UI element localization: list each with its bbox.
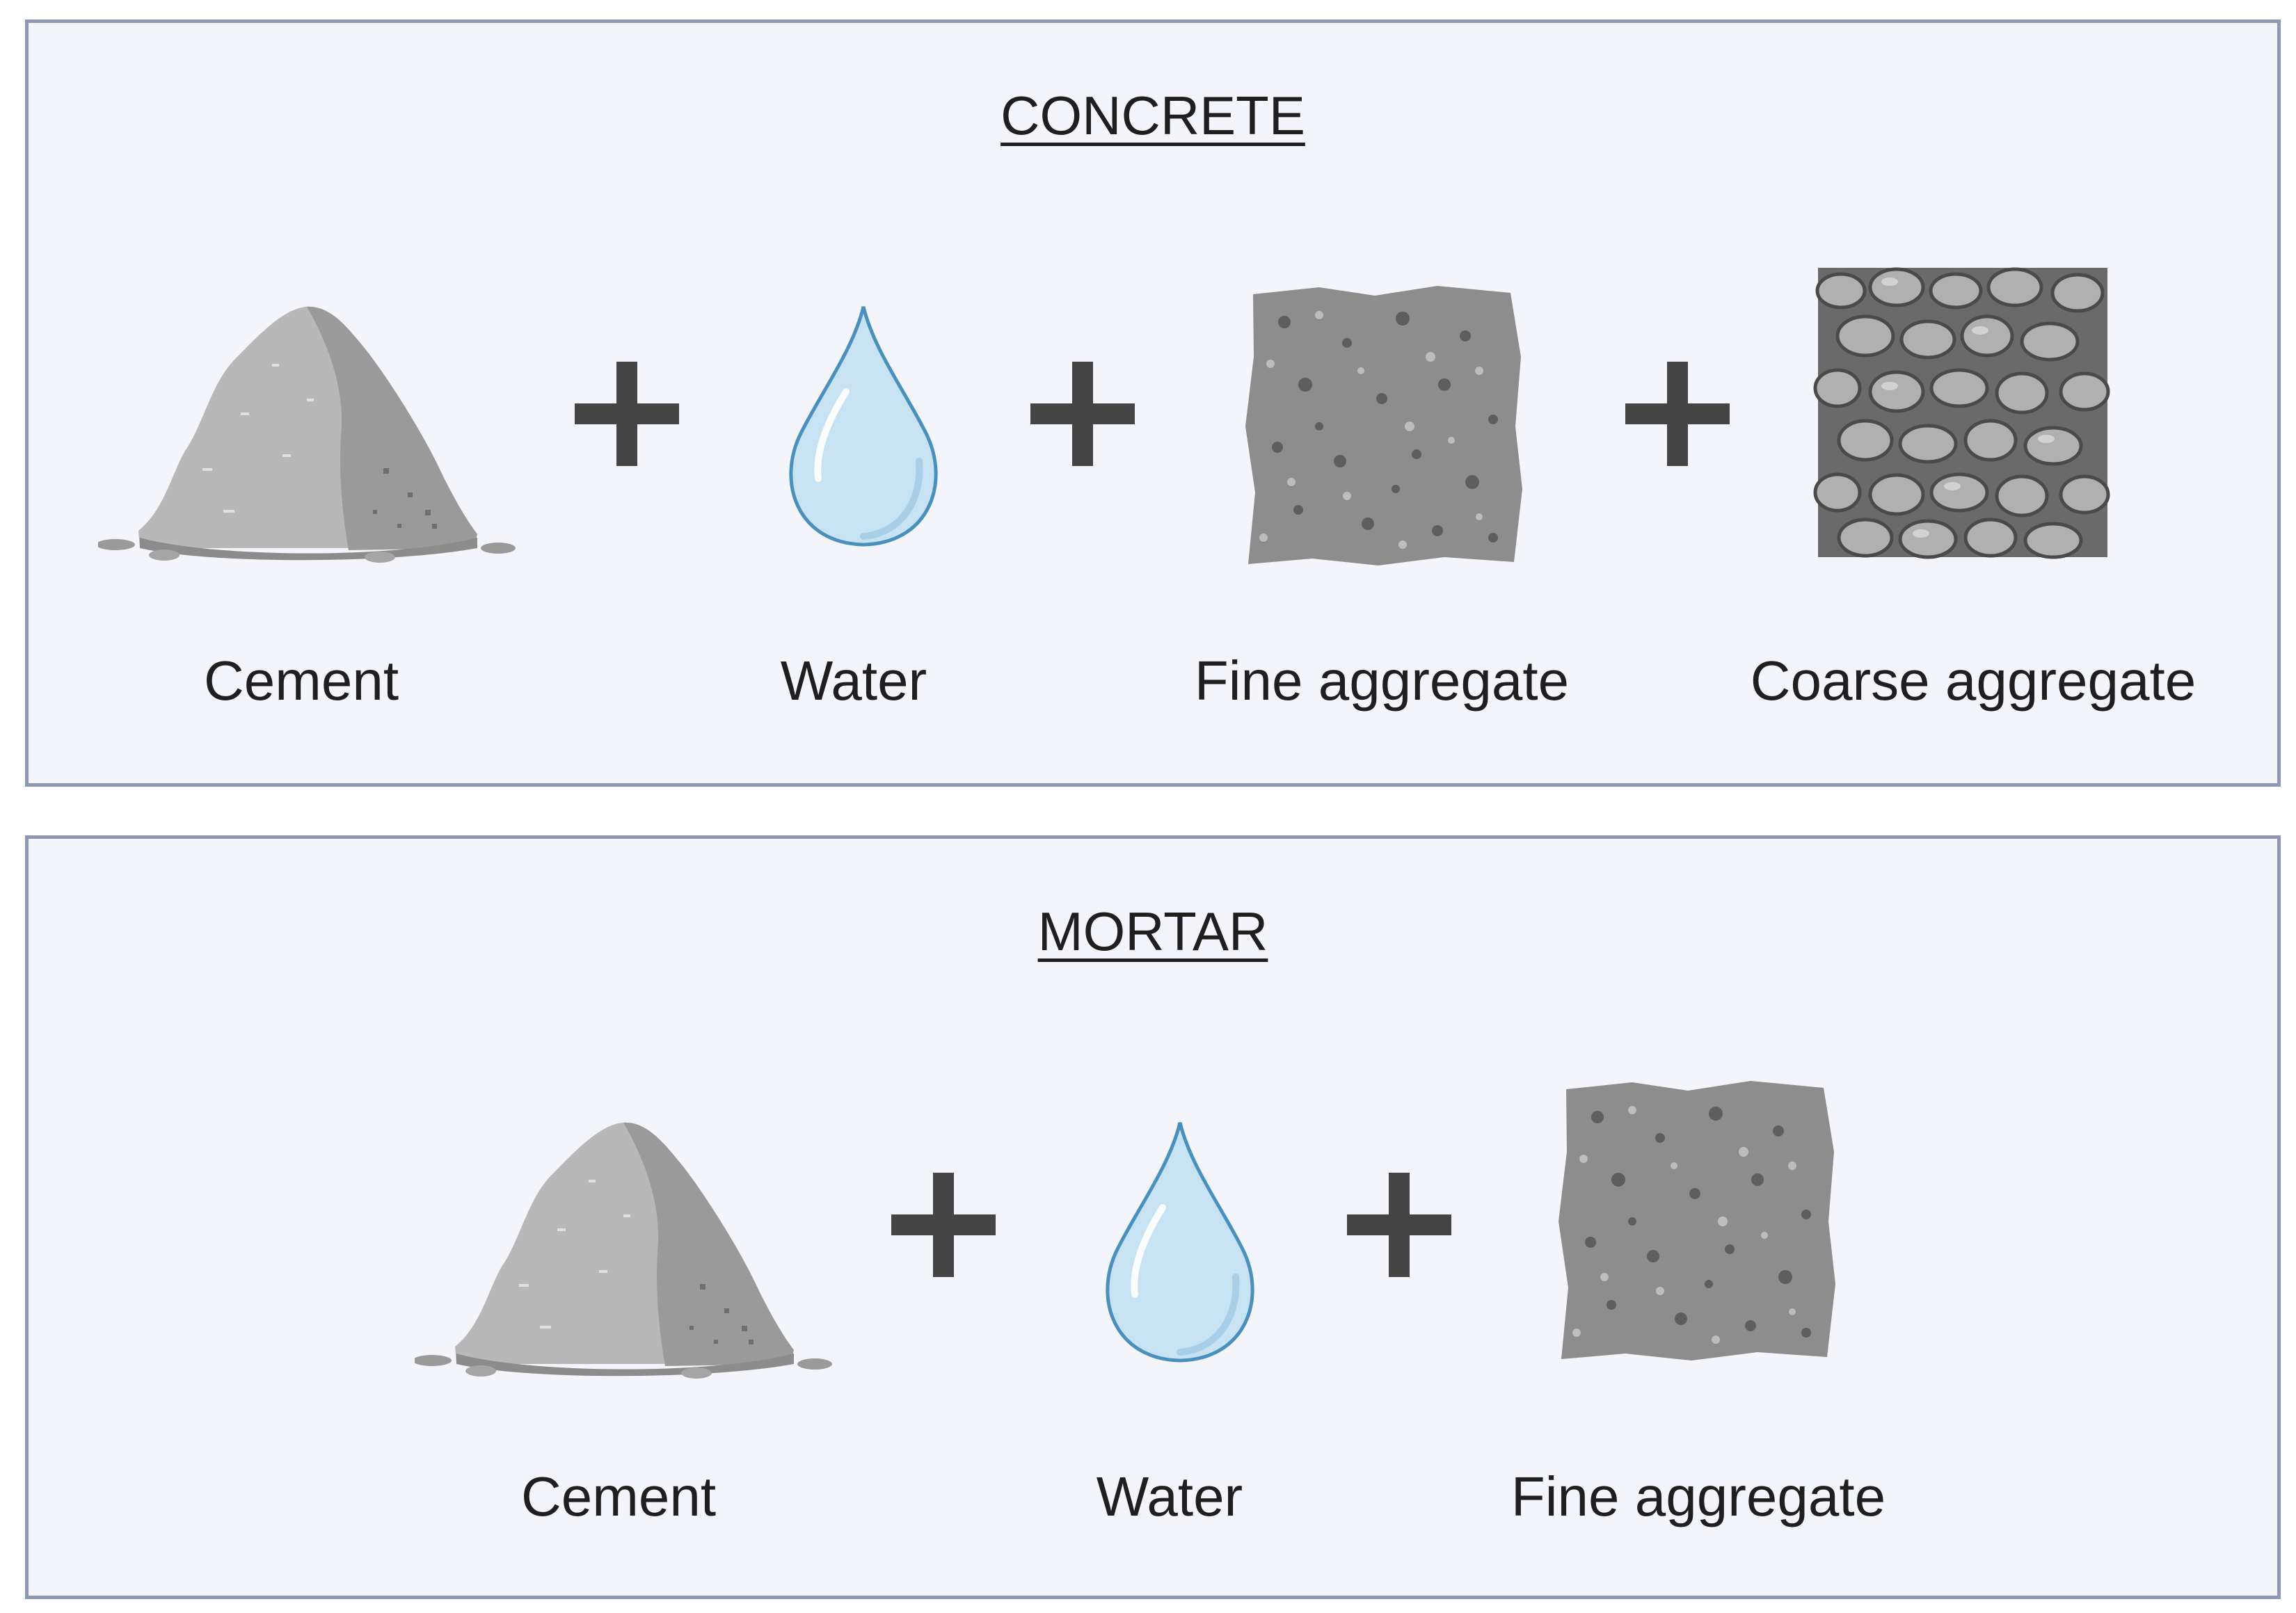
plus-icon: [891, 1173, 996, 1277]
mortar-panel: MORTAR Cement Water Fine aggregate: [25, 835, 2281, 1599]
water-drop-icon: [1097, 1117, 1263, 1367]
plus-icon: [1625, 362, 1730, 466]
concrete-label-coarse-aggregate: Coarse aggregate: [1750, 650, 2197, 712]
concrete-panel: CONCRETE Cement Water Fine aggregate Coa…: [25, 19, 2281, 787]
fine-aggregate-icon: [1549, 1075, 1841, 1367]
fine-aggregate-icon: [1236, 280, 1528, 572]
concrete-label-cement: Cement: [203, 650, 399, 712]
mortar-title: MORTAR: [1037, 901, 1268, 962]
cement-pile-icon: [415, 1117, 832, 1381]
plus-icon: [1030, 362, 1135, 466]
water-drop-icon: [780, 301, 947, 552]
plus-icon: [1347, 1173, 1451, 1277]
mortar-label-water: Water: [1096, 1466, 1243, 1527]
mortar-label-fine-aggregate: Fine aggregate: [1510, 1466, 1886, 1527]
coarse-aggregate-icon: [1810, 259, 2116, 565]
concrete-title: CONCRETE: [1000, 85, 1305, 146]
concrete-label-fine-aggregate: Fine aggregate: [1194, 650, 1570, 712]
mortar-label-cement: Cement: [520, 1466, 717, 1527]
cement-pile-icon: [98, 301, 516, 565]
concrete-label-water: Water: [780, 650, 927, 712]
plus-icon: [575, 362, 679, 466]
